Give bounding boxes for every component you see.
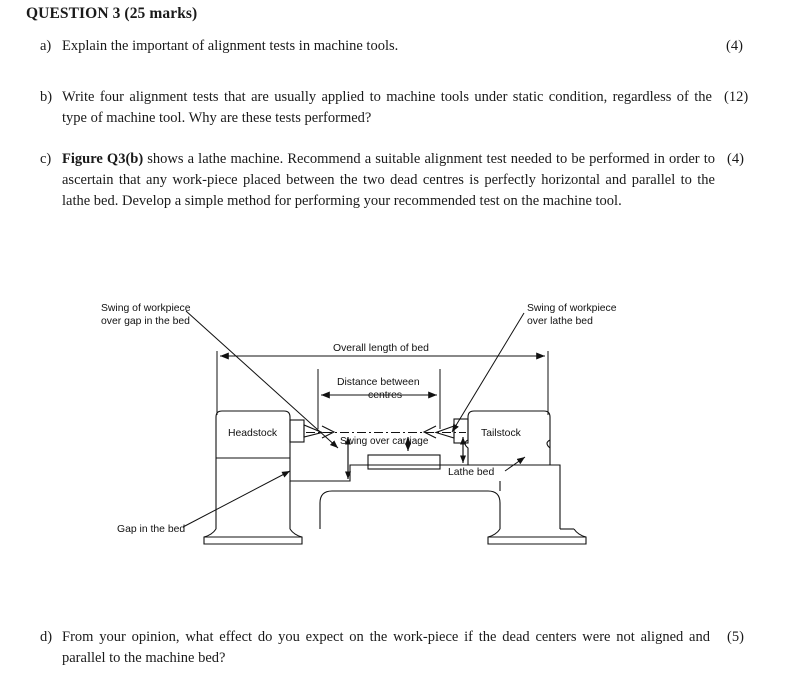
headstock-dead-centre	[289, 419, 336, 443]
label-swing-bed-line1: Swing of workpiece	[527, 303, 617, 314]
label-gap-in-bed: Gap in the bed	[117, 524, 185, 535]
bed-right-edge	[550, 464, 561, 481]
question-marks-c: (4)	[727, 151, 744, 167]
headstock-column	[215, 410, 291, 485]
page-title: QUESTION 3 (25 marks)	[26, 5, 198, 22]
label-swing-bed-line2: over lathe bed	[527, 316, 593, 327]
question-item-d: d) From your opinion, what effect do you…	[40, 627, 710, 669]
lathe-bed-outline	[289, 464, 560, 482]
label-lathe-bed: Lathe bed	[448, 467, 494, 478]
overall-length-dimension	[216, 351, 549, 415]
question-item-a: a) Explain the important of alignment te…	[40, 36, 690, 57]
label-distance-line2: centres	[368, 390, 402, 401]
label-tailstock: Tailstock	[481, 428, 522, 439]
machine-legs	[203, 481, 587, 545]
leader-lines	[182, 310, 526, 528]
question-marks-a: (4)	[726, 38, 743, 54]
figure-text-labels: Swing of workpiece over gap in the bed S…	[101, 303, 617, 535]
question-marker-a: a)	[40, 38, 52, 54]
question-text-b: Write four alignment tests that are usua…	[62, 89, 712, 126]
figure-reference: Figure Q3(b)	[62, 151, 144, 167]
question-item-c: c) Figure Q3(b) shows a lathe machine. R…	[40, 149, 715, 212]
question-text-d: From your opinion, what effect do you ex…	[62, 629, 710, 666]
distance-between-centres-dimension	[317, 369, 441, 429]
label-distance-line1: Distance between	[337, 377, 420, 388]
question-item-b: b) Write four alignment tests that are u…	[40, 87, 712, 129]
question-text-c-rest: shows a lathe machine. Recommend a suita…	[62, 151, 715, 209]
question-marks-b: (12)	[724, 89, 749, 105]
lathe-machine-figure: Swing of workpiece over gap in the bed S…	[0, 285, 797, 585]
question-marker-c: c)	[40, 151, 52, 167]
label-overall-length: Overall length of bed	[333, 343, 429, 354]
tailstock-dead-centre	[422, 418, 469, 444]
swing-over-carriage-dimension	[404, 437, 467, 463]
question-marker-b: b)	[40, 89, 53, 105]
label-swing-gap-line1: Swing of workpiece	[101, 303, 191, 314]
label-swing-over-carriage: Swing over carriage	[340, 436, 429, 447]
label-swing-gap-line2: over gap in the bed	[101, 316, 190, 327]
label-headstock: Headstock	[228, 428, 278, 439]
question-text-a: Explain the important of alignment tests…	[62, 38, 399, 54]
carriage	[367, 454, 441, 470]
question-text-c: Figure Q3(b) shows a lathe machine. Reco…	[62, 149, 715, 212]
question-marker-d: d)	[40, 629, 53, 645]
question-marks-d: (5)	[727, 629, 744, 645]
